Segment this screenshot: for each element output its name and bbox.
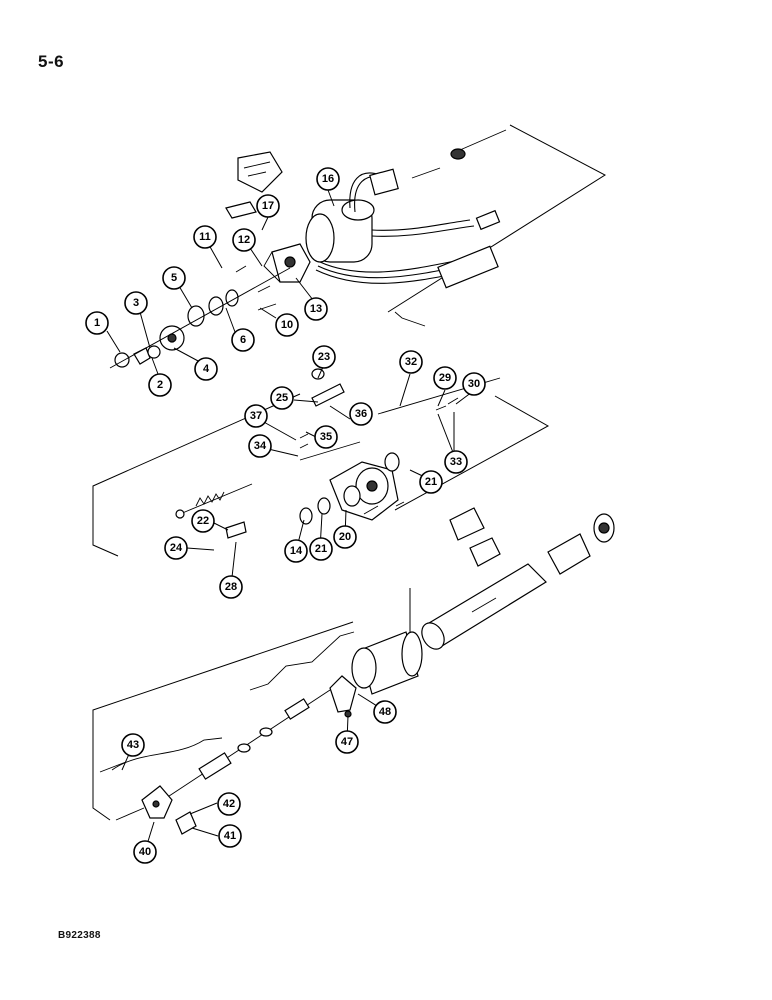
callout-42: 42	[217, 792, 241, 816]
callout-4: 4	[194, 357, 218, 381]
spring-rod-part	[175, 483, 253, 519]
callout-32: 32	[399, 350, 423, 374]
callout-21-upper: 21	[419, 470, 443, 494]
svg-text:21: 21	[315, 543, 327, 555]
svg-text:4: 4	[203, 363, 210, 375]
svg-text:23: 23	[318, 351, 330, 363]
callout-17: 17	[256, 194, 280, 218]
callout-47: 47	[335, 730, 359, 754]
callout-11: 11	[193, 225, 217, 249]
group-frame-middle	[92, 393, 550, 557]
wiring-harness-part	[315, 168, 501, 289]
callout-24: 24	[164, 536, 188, 560]
svg-text:5: 5	[171, 272, 177, 284]
callout-25: 25	[270, 386, 294, 410]
svg-text:12: 12	[238, 234, 250, 246]
callout-6: 6	[231, 328, 255, 352]
svg-text:13: 13	[310, 303, 322, 315]
svg-text:17: 17	[262, 200, 274, 212]
svg-text:21: 21	[425, 476, 437, 488]
callout-35: 35	[314, 425, 338, 449]
svg-text:43: 43	[127, 739, 139, 751]
callout-40: 40	[133, 840, 157, 864]
callout-34: 34	[248, 434, 272, 458]
svg-text:2: 2	[157, 379, 163, 391]
callout-10: 10	[275, 313, 299, 337]
svg-text:32: 32	[405, 356, 417, 368]
svg-text:16: 16	[322, 173, 334, 185]
callout-12: 12	[232, 228, 256, 252]
callout-30: 30	[462, 372, 486, 396]
shroud-part	[351, 631, 423, 695]
svg-text:22: 22	[197, 515, 209, 527]
callout-23: 23	[312, 345, 336, 369]
switch-cover-part	[225, 151, 283, 219]
column-bearing-part	[547, 513, 615, 575]
svg-text:33: 33	[450, 456, 462, 468]
callout-41: 41	[218, 824, 242, 848]
lock-plate-stack-part	[109, 265, 426, 369]
svg-text:11: 11	[199, 231, 211, 243]
svg-text:10: 10	[281, 319, 293, 331]
callout-21-lower: 21	[309, 537, 333, 561]
svg-text:34: 34	[254, 440, 267, 452]
callout-43: 43	[121, 733, 145, 757]
page-number: 5-6	[38, 52, 65, 71]
callout-28: 28	[219, 575, 243, 599]
callout-37: 37	[244, 404, 268, 428]
callout-20: 20	[333, 525, 357, 549]
callout-1: 1	[85, 311, 109, 335]
callout-5: 5	[162, 266, 186, 290]
svg-text:47: 47	[341, 736, 353, 748]
callout-36: 36	[349, 402, 373, 426]
key-release-part	[449, 507, 501, 567]
callout-29: 29	[433, 366, 457, 390]
svg-text:41: 41	[224, 830, 236, 842]
shift-tube-part	[159, 689, 331, 803]
callout-22: 22	[191, 509, 215, 533]
leader-lines	[106, 189, 473, 852]
svg-text:36: 36	[355, 408, 367, 420]
svg-text:3: 3	[133, 297, 139, 309]
lock-housing-part	[299, 452, 400, 525]
upper-shaft-part	[411, 129, 507, 179]
shift-lever-bracket-part	[115, 785, 197, 835]
svg-text:24: 24	[170, 542, 183, 554]
svg-text:28: 28	[225, 581, 237, 593]
shift-bowl-part	[329, 675, 357, 718]
callout-33: 33	[444, 450, 468, 474]
svg-text:25: 25	[276, 392, 288, 404]
svg-text:6: 6	[240, 334, 246, 346]
figure-code: B922388	[58, 930, 101, 941]
svg-text:48: 48	[379, 706, 391, 718]
svg-text:20: 20	[339, 531, 351, 543]
svg-text:42: 42	[223, 798, 235, 810]
shift-rod-part	[99, 631, 355, 773]
callout-14: 14	[284, 539, 308, 563]
switch-housing-part	[263, 243, 311, 283]
callout-2: 2	[148, 373, 172, 397]
group-frame-lower	[92, 588, 411, 821]
svg-text:30: 30	[468, 378, 480, 390]
svg-text:35: 35	[320, 431, 332, 443]
svg-text:37: 37	[250, 410, 262, 422]
svg-text:29: 29	[439, 372, 451, 384]
callout-48: 48	[373, 700, 397, 724]
column-jacket-part	[421, 563, 547, 650]
multifunction-switch-part	[305, 199, 375, 263]
callout-16: 16	[316, 167, 340, 191]
svg-text:14: 14	[290, 545, 303, 557]
svg-text:1: 1	[94, 317, 100, 329]
callout-13: 13	[304, 297, 328, 321]
callout-3: 3	[124, 291, 148, 315]
svg-text:40: 40	[139, 846, 151, 858]
